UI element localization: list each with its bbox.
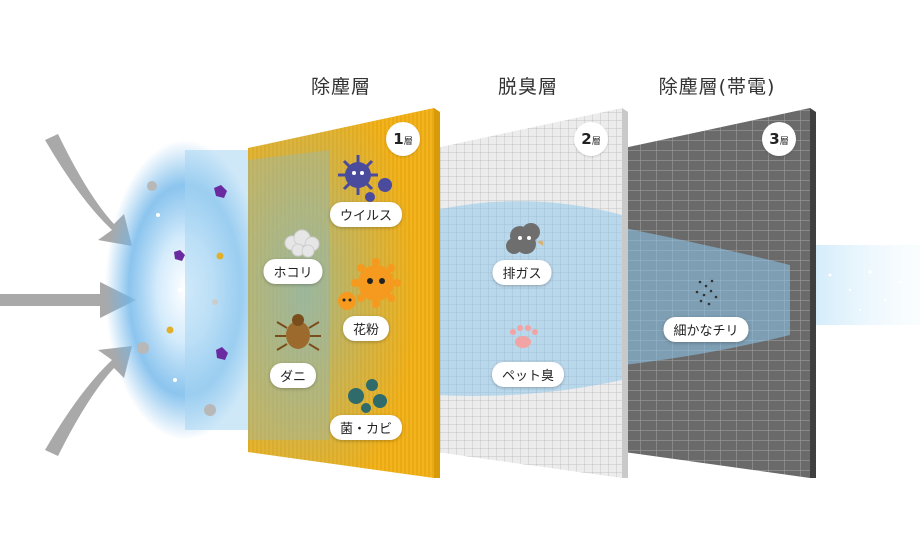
layer-1-suffix: 層 <box>403 137 413 147</box>
layer-3-suffix: 層 <box>779 137 789 147</box>
label-fine-dust: 細かなチリ <box>663 317 749 342</box>
dust-icon <box>284 229 320 258</box>
layer-2-panel <box>436 108 622 478</box>
mite-icon <box>275 314 321 351</box>
fine-dust-icon <box>695 279 718 306</box>
label-bacteria: 菌・カビ <box>329 415 403 440</box>
intake-particles <box>137 181 228 416</box>
label-dust: ホコリ <box>263 259 323 284</box>
exhaust-icon <box>506 223 544 254</box>
label-pet-odor: ペット臭 <box>491 362 565 387</box>
layer-3-number: 3 <box>769 130 780 148</box>
label-exhaust: 排ガス <box>492 260 552 285</box>
intake-arrows <box>0 134 136 456</box>
layer-2-title: 脱臭層 <box>497 76 559 98</box>
virus-icon <box>338 155 392 202</box>
label-virus: ウイルス <box>329 202 403 227</box>
layer-2-suffix: 層 <box>591 137 601 147</box>
layer-3-title: 除塵層(帯電) <box>658 76 776 98</box>
layer-1-title: 除塵層 <box>310 76 372 98</box>
layer-1-number: 1 <box>393 130 404 148</box>
pollen-icon <box>338 258 401 310</box>
label-mite: ダニ <box>269 363 317 388</box>
clean-air-sparkles <box>828 270 902 311</box>
bacteria-icon <box>348 379 387 413</box>
layer-2-number: 2 <box>581 130 592 148</box>
label-pollen: 花粉 <box>342 316 390 341</box>
paw-icon <box>510 325 538 348</box>
